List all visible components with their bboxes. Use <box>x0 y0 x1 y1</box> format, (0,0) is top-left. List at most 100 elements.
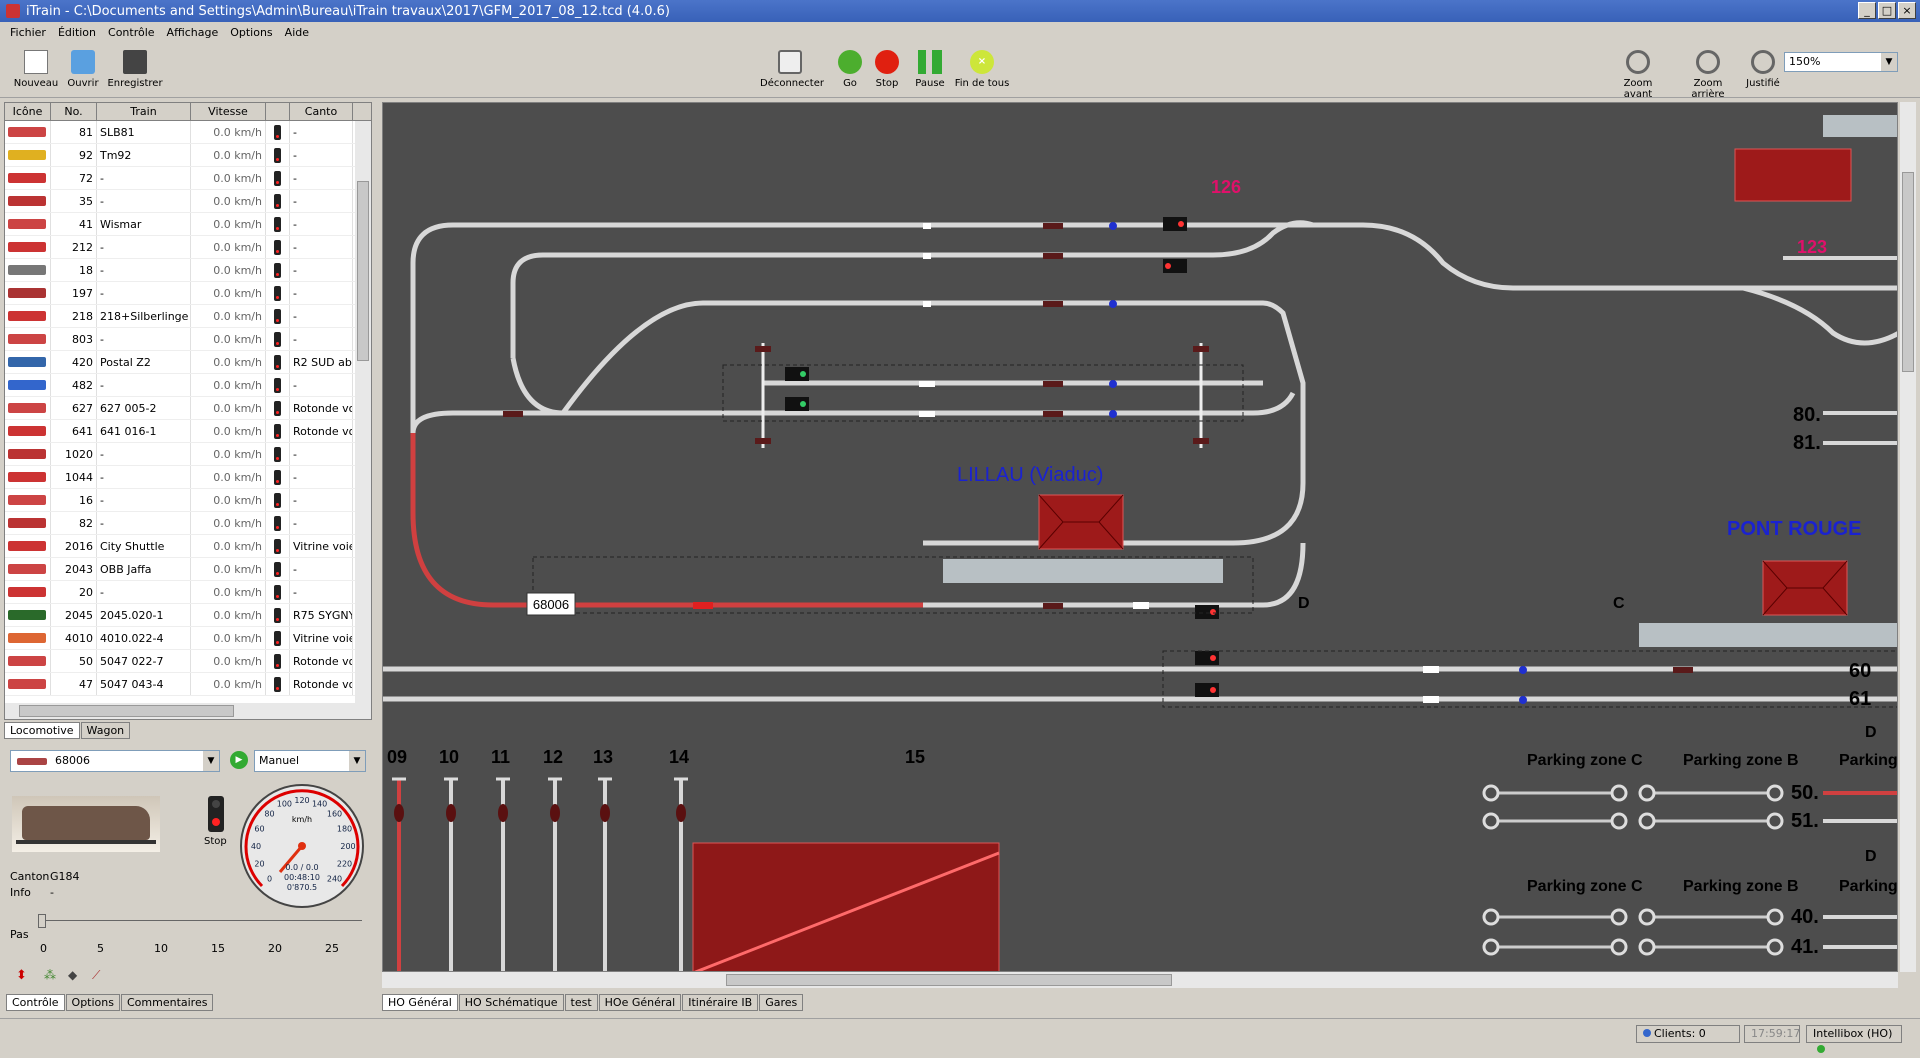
table-row[interactable]: 72-0.0 km/h- <box>5 167 371 190</box>
minimize-button[interactable]: _ <box>1858 2 1876 19</box>
canvas-vertical-scrollbar[interactable] <box>1900 102 1916 972</box>
col-canton[interactable]: Canto <box>290 103 353 120</box>
tab-itineraire-ib[interactable]: Itinéraire IB <box>682 994 759 1011</box>
loco-icon <box>5 581 51 603</box>
clients-status: Clients: 0 <box>1636 1025 1740 1043</box>
fin-de-tous-button[interactable]: ×Fin de tous <box>951 50 1013 89</box>
menu-fichier[interactable]: Fichier <box>10 25 46 39</box>
tab-wagon[interactable]: Wagon <box>80 722 131 739</box>
loco-icon <box>5 144 51 166</box>
canvas-horizontal-scrollbar[interactable] <box>382 972 1898 988</box>
ouvrir-button[interactable]: Ouvrir <box>53 50 113 89</box>
maximize-button[interactable]: □ <box>1878 2 1896 19</box>
track-second <box>510 220 1314 358</box>
table-row[interactable]: 16-0.0 km/h- <box>5 489 371 512</box>
tick-label: 20 <box>268 942 282 955</box>
zoom-in-button[interactable]: Zoom avant <box>1608 50 1668 100</box>
table-row[interactable]: 1020-0.0 km/h- <box>5 443 371 466</box>
direction-icon[interactable]: ⬍ <box>16 968 27 983</box>
tab-ho-general[interactable]: HO Général <box>382 994 458 1011</box>
menu-controle[interactable]: Contrôle <box>108 25 155 39</box>
train-tag[interactable]: 68006 <box>533 597 569 612</box>
tab-gares[interactable]: Gares <box>759 994 804 1011</box>
loco-icon <box>5 466 51 488</box>
tab-options[interactable]: Options <box>65 994 120 1011</box>
cell-speed: 0.0 km/h <box>191 305 266 327</box>
play-icon[interactable]: ▶ <box>230 751 248 769</box>
stop-signal-icon[interactable] <box>208 796 224 832</box>
speed-slider-track[interactable] <box>40 920 362 921</box>
tab-controle[interactable]: Contrôle <box>6 994 65 1011</box>
track-layout[interactable]: LILLAU (Viaduc) PONT ROUGE 68006 126 123… <box>383 103 1898 972</box>
app-icon <box>6 4 20 18</box>
table-row[interactable]: 197-0.0 km/h- <box>5 282 371 305</box>
tab-ho-schematique[interactable]: HO Schématique <box>458 994 564 1011</box>
col-vitesse[interactable]: Vitesse <box>191 103 266 120</box>
tab-locomotive[interactable]: Locomotive <box>4 722 80 739</box>
table-row[interactable]: 803-0.0 km/h- <box>5 328 371 351</box>
table-row[interactable]: 35-0.0 km/h- <box>5 190 371 213</box>
table-row[interactable]: 212-0.0 km/h- <box>5 236 371 259</box>
loco-select[interactable]: 68006▼ <box>10 750 220 772</box>
menu-affichage[interactable]: Affichage <box>166 25 219 39</box>
tick-label: 15 <box>211 942 225 955</box>
menu-aide[interactable]: Aide <box>284 25 310 39</box>
speed-slider-handle[interactable] <box>38 914 46 928</box>
table-vertical-scrollbar[interactable] <box>355 121 371 703</box>
close-button[interactable]: × <box>1898 2 1916 19</box>
layout-canvas[interactable]: LILLAU (Viaduc) PONT ROUGE 68006 126 123… <box>382 102 1898 972</box>
table-horizontal-scrollbar[interactable] <box>5 703 371 719</box>
platform-top-right <box>1823 115 1897 137</box>
nouveau-button[interactable]: Nouveau <box>6 50 66 89</box>
pause-button[interactable]: Pause <box>900 50 960 89</box>
cell-train: - <box>97 328 191 350</box>
functions-icon[interactable]: ⁂ <box>44 968 56 982</box>
table-row[interactable]: 1044-0.0 km/h- <box>5 466 371 489</box>
cell-train: - <box>97 581 191 603</box>
col-signal[interactable] <box>266 103 290 120</box>
col-no[interactable]: No. <box>51 103 97 120</box>
menu-edition[interactable]: Édition <box>57 25 97 39</box>
go-icon <box>838 50 862 74</box>
tab-commentaires[interactable]: Commentaires <box>120 994 214 1011</box>
go-button[interactable]: Go <box>820 50 880 89</box>
turtle-icon[interactable]: ◆ <box>68 968 78 982</box>
col-icone[interactable]: Icône <box>5 103 51 120</box>
table-row[interactable]: 482-0.0 km/h- <box>5 374 371 397</box>
enregistrer-button[interactable]: Enregistrer <box>105 50 165 89</box>
stall-signal <box>446 804 456 822</box>
stop-button[interactable]: Stop <box>857 50 917 89</box>
graph-icon[interactable]: ⟋ <box>92 968 101 982</box>
signal-icon <box>266 236 290 258</box>
table-row[interactable]: 18-0.0 km/h- <box>5 259 371 282</box>
zoom-out-button[interactable]: Zoom arrière <box>1676 50 1740 100</box>
table-row[interactable]: 20-0.0 km/h- <box>5 581 371 604</box>
zoom-select[interactable]: 150%▼ <box>1784 52 1898 72</box>
control-tabs: Contrôle Options Commentaires <box>6 994 214 1011</box>
deconnecter-button[interactable]: Déconnecter <box>760 50 824 89</box>
loco-icon <box>5 236 51 258</box>
tab-test[interactable]: test <box>564 994 598 1011</box>
mode-select[interactable]: Manuel▼ <box>254 750 366 772</box>
table-row[interactable]: 82-0.0 km/h- <box>5 512 371 535</box>
tab-hoe-general[interactable]: HOe Général <box>598 994 682 1011</box>
menu-options[interactable]: Options <box>230 25 273 39</box>
fit-button[interactable]: Justifié <box>1733 50 1793 89</box>
svg-text:Parking zone B: Parking zone B <box>1683 752 1799 769</box>
signal-icon <box>266 581 290 603</box>
cell-no: 197 <box>51 282 97 304</box>
col-train[interactable]: Train <box>97 103 191 120</box>
